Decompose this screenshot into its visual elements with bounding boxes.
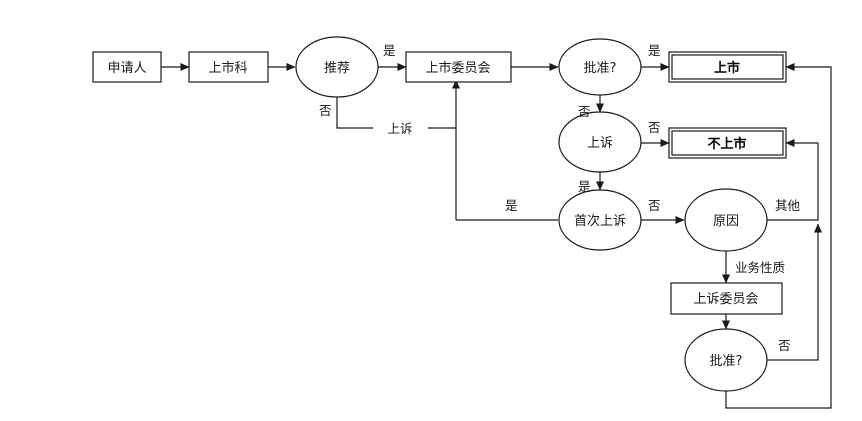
node-approved-1: 批准? [558,38,642,96]
label-first-appeal-no: 否 [648,198,661,213]
node-approved-2: 批准? [684,328,768,392]
label-appeal-yes: 是 [578,179,591,194]
label-appeal-no: 否 [648,120,661,135]
label-recommend-yes: 是 [383,43,396,58]
node-reason: 原因 [684,188,768,252]
node-not-listed: 不上市 [668,127,787,159]
label-approved2-no: 否 [778,338,791,353]
node-approved-2-label: 批准? [710,354,743,369]
label-first-appeal-yes: 是 [505,198,518,213]
label-approved1-yes: 是 [648,43,661,58]
node-first-appeal: 首次上诉 [558,189,642,251]
node-listing-section-label: 上市科 [208,60,247,76]
edge-reason-other-to-not-listed [767,139,819,221]
edge-recommend-no-appeal [336,97,373,129]
node-appeal: 上诉 [558,111,642,173]
node-not-listed-label: 不上市 [707,136,746,152]
node-listing-committee-label: 上市委员会 [425,60,490,76]
edge-labels: 是 否 上诉 是 否 否 是 是 否 其他 业务性质 否 [319,43,801,353]
node-applicant: 申请人 [92,51,162,83]
node-recommend: 推荐 [295,36,379,98]
node-listing-committee: 上市委员会 [405,51,512,83]
label-reason-other: 其他 [775,198,801,213]
node-listed: 上市 [668,51,787,83]
node-listing-section: 上市科 [188,51,269,83]
edge-approved2-no [767,223,822,361]
node-approved-1-label: 批准? [584,61,617,76]
node-appeal-committee-label: 上诉委员会 [693,292,758,307]
edge-approved2-yes-to-listed [725,63,832,409]
node-appeal-label: 上诉 [587,136,613,151]
label-approved1-no: 否 [578,104,591,119]
node-listed-label: 上市 [714,60,740,76]
connectors [161,63,832,409]
node-appeal-committee: 上诉委员会 [670,282,783,315]
label-recommend-no: 否 [319,103,332,118]
label-reason-business: 业务性质 [735,260,785,275]
node-applicant-label: 申请人 [107,61,146,76]
node-recommend-label: 推荐 [324,61,350,76]
node-first-appeal-label: 首次上诉 [574,213,626,229]
node-reason-label: 原因 [713,214,739,229]
label-appeal-path: 上诉 [387,121,412,136]
